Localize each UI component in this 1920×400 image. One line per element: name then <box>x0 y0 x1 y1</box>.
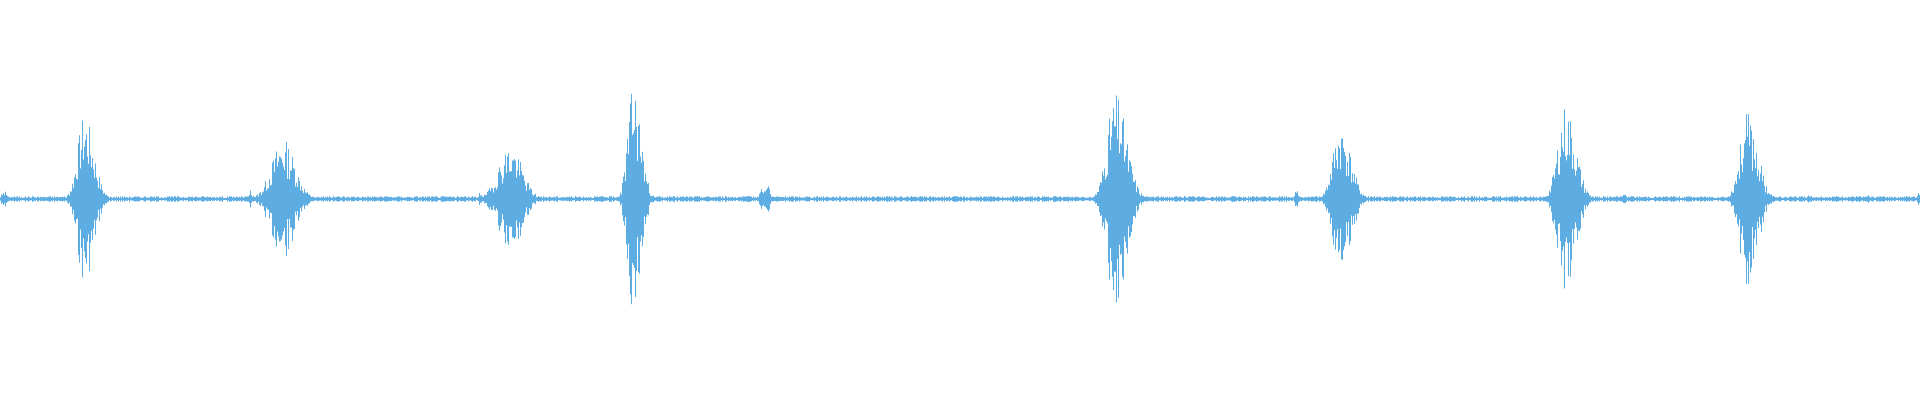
waveform-bars <box>0 93 1920 305</box>
